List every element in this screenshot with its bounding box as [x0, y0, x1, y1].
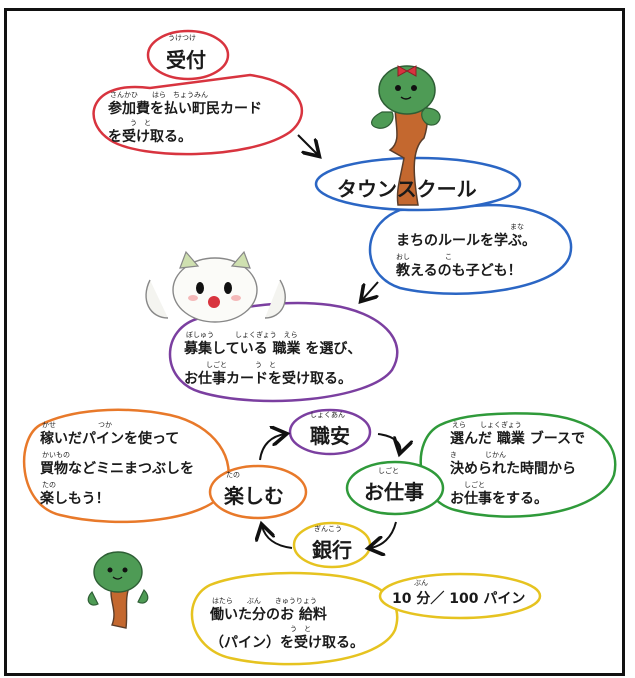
arrow-reception-to-school	[297, 134, 318, 155]
employment-office-title: 職安	[310, 424, 350, 448]
job-select-bubble	[168, 301, 399, 456]
arrow-bank-to-enjoy	[262, 526, 293, 549]
cat-mascot-icon	[145, 250, 286, 323]
arrow-work-to-bank	[370, 521, 397, 548]
enjoy-line1: 稼いだパインを使って	[40, 431, 180, 447]
enjoy-line1-ruby: かせ つか	[42, 421, 112, 429]
arrow-school-to-job	[362, 281, 378, 300]
work-title-ruby: しごと	[378, 467, 399, 475]
enjoy-line3: 楽しもう！	[40, 491, 110, 507]
work-line1: 選んだ 職業 ブースで	[450, 431, 586, 447]
job-select-line1: 募集している 職業 を選び、	[184, 341, 362, 357]
reception-body-bubble	[92, 73, 303, 156]
work-line3: お仕事をする。	[450, 491, 548, 507]
work-line1-ruby: えら しょくぎょう	[452, 421, 522, 429]
enjoy-title-bubble	[208, 464, 308, 520]
town-school-line2-ruby: おし こ	[396, 253, 452, 261]
town-school-bubble	[314, 156, 573, 295]
job-select-line2: お仕事カードを受け取る。	[184, 371, 352, 387]
bank-line1-ruby: はたら ぶん きゅうりょう	[212, 597, 317, 605]
bank-rate-ruby: ぶん	[414, 579, 428, 587]
flow-arrows	[259, 134, 400, 549]
reception-line1-ruby: さんかひ はら ちょうみん	[110, 91, 208, 99]
bank-title-ruby: ぎんこう	[314, 525, 342, 533]
job-select-line2-ruby: しごと う と	[206, 361, 276, 369]
work-line2: 決められた時間から	[450, 461, 576, 477]
bank-bubble	[190, 521, 542, 666]
reception-line2: を受け取る。	[108, 129, 192, 145]
arrow-office-to-work	[377, 433, 400, 452]
enjoy-line2-ruby: かいもの	[42, 451, 70, 459]
bank-rate: 10 分／ 100 パイン	[392, 591, 526, 607]
town-school-line1: まちのルールを学ぶ。	[396, 233, 536, 249]
town-school-line2: 教えるのも子ども！	[396, 263, 522, 279]
work-title: お仕事	[364, 480, 424, 504]
town-school-body-bubble	[368, 203, 573, 295]
reception-title: 受付	[166, 48, 206, 72]
town-school-line1-ruby: まな	[510, 223, 524, 231]
arrow-enjoy-to-office	[259, 434, 285, 461]
reception-bubble	[92, 29, 303, 156]
cactus-small-mascot-icon	[87, 551, 149, 629]
reception-title-ruby: うけつけ	[168, 34, 196, 42]
work-line2-ruby: き じかん	[450, 451, 506, 459]
work-line3-ruby: しごと	[464, 481, 485, 489]
enjoy-title: 楽しむ	[224, 484, 284, 508]
employment-office-ruby: しょくあん	[310, 411, 345, 419]
cactus-mascot-icon	[371, 65, 441, 206]
enjoy-line3-ruby: たの	[42, 481, 56, 489]
town-school-title: タウンスクール	[337, 177, 477, 201]
bank-line2-ruby: う と	[290, 625, 311, 633]
work-bubble	[345, 412, 617, 518]
bank-line1: 働いた分のお 給料	[210, 607, 327, 623]
bank-line2: （パイン）を受け取る。	[210, 635, 364, 651]
reception-line2-ruby: う と	[130, 119, 151, 127]
bank-rate-bubble	[378, 572, 542, 620]
enjoy-title-ruby: たの	[226, 471, 240, 479]
work-title-bubble	[345, 460, 445, 516]
enjoy-line2: 買物などミニまつぶしを	[40, 461, 194, 477]
enjoy-bubble	[22, 408, 308, 524]
job-select-line1-ruby: ぼしゅう しょくぎょう えら	[186, 331, 298, 339]
reception-title-bubble	[146, 29, 230, 81]
town-school-title-bubble	[314, 156, 522, 212]
bank-title: 銀行	[312, 538, 352, 562]
reception-line1: 参加費を払い町民カード	[108, 101, 262, 117]
